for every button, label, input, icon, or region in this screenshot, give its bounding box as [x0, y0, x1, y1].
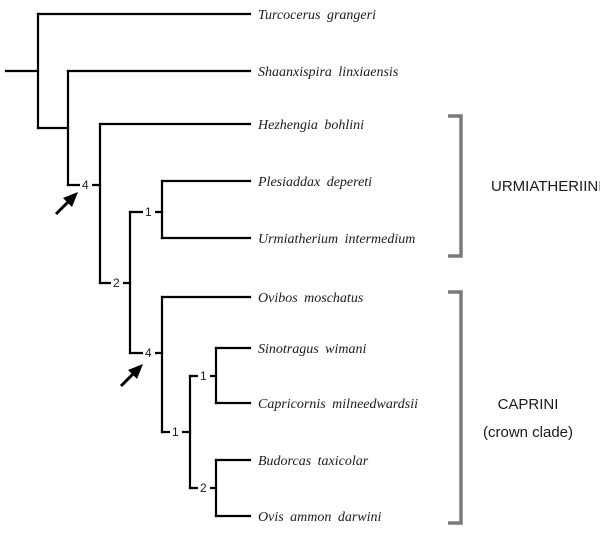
support-value: 1: [172, 425, 179, 439]
taxon-label: Sinotragus wimani: [258, 342, 367, 357]
support-bg: [111, 276, 123, 290]
taxon-label: Ovibos moschatus: [258, 291, 364, 306]
clade-bracket-caprini: [448, 290, 463, 525]
support-bg: [80, 178, 92, 192]
clade-bracket-urmiatheriini: [448, 114, 463, 258]
taxon-label: Budorcas taxicolar: [258, 454, 369, 469]
support-value: 2: [200, 481, 207, 495]
support-value: 4: [145, 346, 152, 360]
taxon-label: Urmiatherium intermedium: [258, 232, 415, 247]
clade-label-urmiatheriini: URMIATHERIINI: [491, 178, 600, 195]
support-value: 4: [82, 178, 89, 192]
support-bg: [198, 369, 210, 383]
taxon-label: Capricornis milneedwardsii: [258, 397, 418, 412]
support-value: 1: [200, 369, 207, 383]
clade-sublabel-caprini: (crown clade): [483, 424, 573, 441]
arrow-icon: [54, 192, 78, 216]
taxon-label: Hezhengia bohlini: [257, 118, 364, 133]
taxon-label: Ovis ammon darwini: [258, 510, 382, 525]
arrow-icon: [119, 364, 143, 388]
support-value: 2: [113, 276, 120, 290]
taxon-label: Turcocerus grangeri: [258, 8, 376, 23]
support-bg: [143, 205, 155, 219]
clade-label-caprini: CAPRINI: [498, 396, 559, 413]
support-bg: [143, 346, 155, 360]
support-bg: [170, 425, 182, 439]
taxon-label: Shaanxispira linxiaensis: [258, 65, 399, 80]
taxon-label: Plesiaddax depereti: [257, 175, 372, 190]
support-bg: [198, 481, 210, 495]
support-value: 1: [145, 205, 152, 219]
